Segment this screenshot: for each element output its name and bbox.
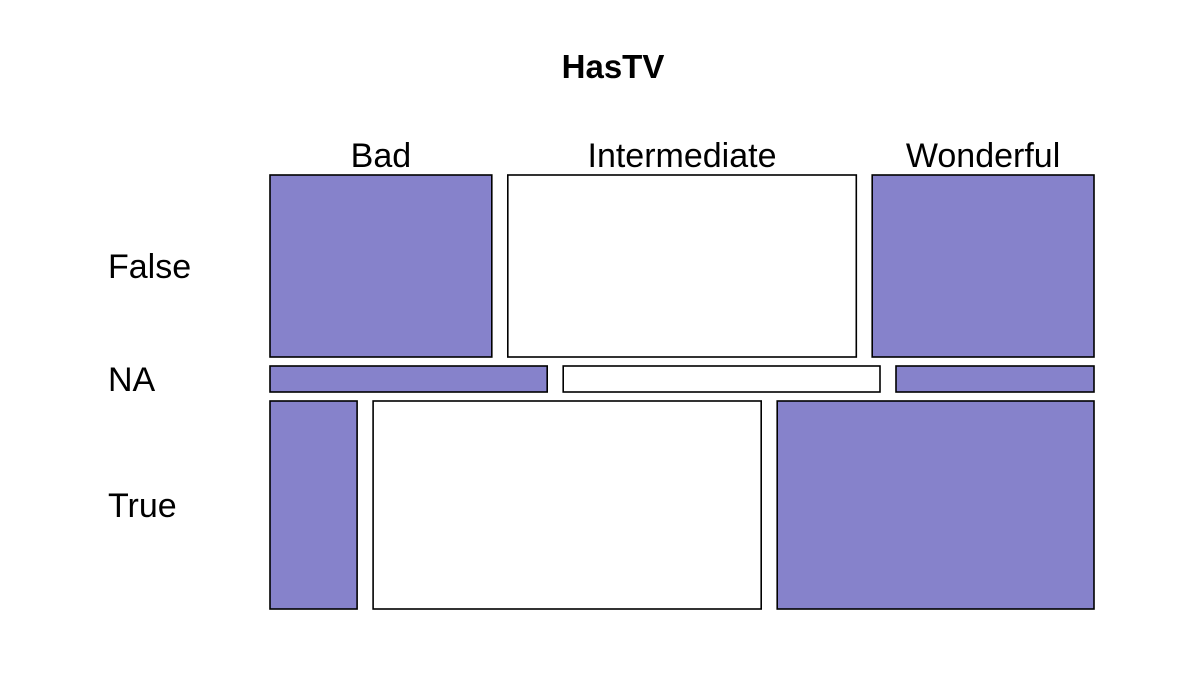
tile-na-bad: [269, 365, 549, 393]
tile-true-bad: [269, 400, 358, 610]
tile-false-intermediate: [506, 174, 858, 358]
tile-false-wonderful: [871, 174, 1095, 358]
column-label-intermediate: Intermediate: [588, 137, 777, 175]
chart-title: HasTV: [562, 48, 665, 85]
column-label-wonderful: Wonderful: [906, 137, 1060, 175]
column-labels: Bad Intermediate Wonderful: [351, 137, 1061, 175]
tile-false-bad: [269, 174, 493, 358]
tile-na-intermediate: [562, 365, 881, 393]
column-label-bad: Bad: [351, 137, 412, 175]
tile-true-intermediate: [372, 400, 763, 610]
tile-na-wonderful: [895, 365, 1095, 393]
tile-true-wonderful: [776, 400, 1095, 610]
mosaic-tiles: [269, 174, 1095, 610]
row-labels: False NA True: [108, 248, 191, 525]
row-label-na: NA: [108, 361, 156, 399]
row-label-false: False: [108, 248, 191, 286]
row-label-true: True: [108, 487, 177, 525]
